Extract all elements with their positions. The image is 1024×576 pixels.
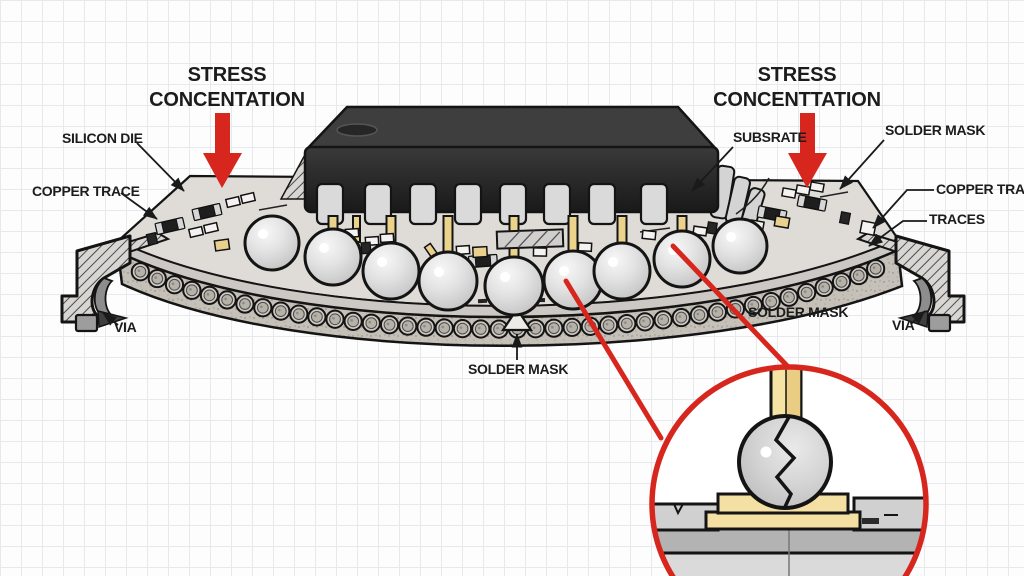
magnifier-ring <box>649 364 929 576</box>
leader-copper-trace-left <box>120 192 158 220</box>
label-solder-mask-mid-right: SOLDER MASK <box>748 304 849 320</box>
chip-pin1-marker-icon <box>336 123 378 137</box>
chip-package <box>279 105 766 232</box>
label-via-right: VIA <box>892 317 915 333</box>
leader-lines <box>102 139 934 360</box>
leader-traces <box>868 220 927 247</box>
inset-copper-pad-lower <box>704 510 862 531</box>
label-copper-trace-right: COPPER TRACE <box>936 181 1024 197</box>
label-solder-mask-bottom: SOLDER MASK <box>468 361 569 377</box>
leader-silicon-die <box>136 142 185 192</box>
die-attach-pad <box>495 228 565 250</box>
magnifier-callout-lines <box>563 243 796 441</box>
leader-solder-mask-top-right <box>839 139 885 190</box>
stress-right-line2: CONCENTTATION <box>713 89 881 111</box>
label-solder-mask-top-right: SOLDER MASK <box>885 122 986 138</box>
solder-ball <box>592 241 652 301</box>
label-stress-concentration-right: STRESS CONCENTTATION <box>677 63 917 113</box>
label-copper-trace-left: COPPER TRACE <box>32 183 140 199</box>
leader-substrate <box>691 146 734 192</box>
solder-ball <box>243 214 301 272</box>
crack-line <box>773 416 797 510</box>
label-via-left: VIA <box>114 319 137 335</box>
label-silicon-die: SILICON DIE <box>62 130 143 146</box>
stress-arrow-left-icon <box>203 113 242 188</box>
leader-copper-trace-right <box>872 189 934 229</box>
solder-ball <box>483 255 545 317</box>
magnifier-inset <box>649 364 929 576</box>
label-traces: TRACES <box>929 211 985 227</box>
stress-arrow-right-icon <box>788 113 827 188</box>
trace-lines <box>258 177 849 233</box>
cracked-solder-ball <box>737 414 833 510</box>
solder-ball <box>711 217 769 275</box>
solder-mask-notch <box>500 307 534 332</box>
solder-ball <box>303 227 363 287</box>
chip-substrate-hatch-left <box>279 150 308 200</box>
leader-via-left <box>102 312 119 326</box>
leader-via-right <box>910 310 926 325</box>
via-bracket-left <box>60 231 171 333</box>
solder-ball <box>542 249 604 311</box>
via-holes <box>130 259 886 339</box>
chip-leads <box>315 182 669 226</box>
solder-ball <box>417 250 479 312</box>
stress-right-line1: STRESS <box>757 64 837 86</box>
smd-components <box>145 177 877 274</box>
label-stress-concentration-left: STRESS CONCENTATION <box>107 63 347 113</box>
solder-balls <box>243 214 769 317</box>
label-substrate: SUBSRATE <box>733 129 807 145</box>
stress-left-line2: CONCENTATION <box>149 89 305 111</box>
solder-ball <box>361 241 421 301</box>
stress-left-line1: STRESS <box>187 64 267 86</box>
